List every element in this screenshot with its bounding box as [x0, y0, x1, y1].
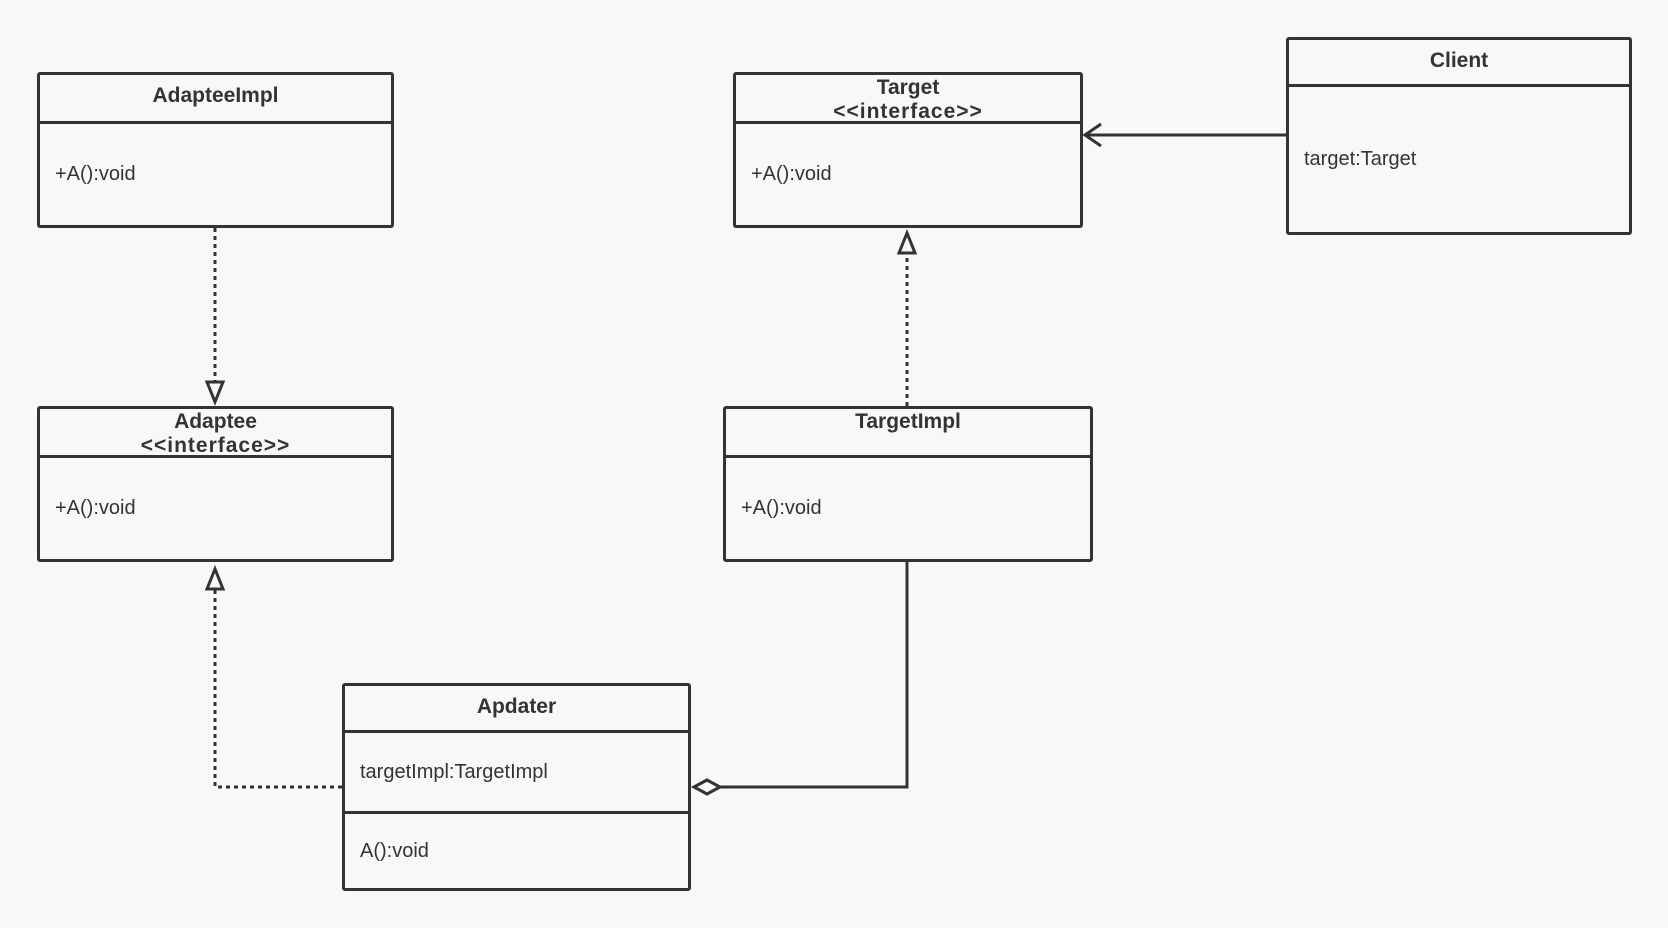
- class-adaptee[interactable]: Adaptee <<interface>> +A():void: [37, 406, 394, 562]
- class-client-name: Client: [1289, 40, 1629, 87]
- class-target-methods: +A():void: [736, 124, 1080, 225]
- class-stereotype: <<interface>>: [833, 100, 983, 123]
- method-text: +A():void: [741, 497, 822, 519]
- class-name: TargetImpl: [855, 410, 961, 433]
- class-apdater-methods: A():void: [345, 814, 688, 888]
- aggregation-apdater-targetimpl: [690, 562, 909, 796]
- class-name: Client: [1429, 49, 1489, 72]
- field-text: targetImpl:TargetImpl: [360, 760, 548, 783]
- method-text: +A():void: [55, 163, 136, 185]
- realization-targetimpl-target: [896, 228, 918, 406]
- method-text: +A():void: [55, 497, 136, 519]
- class-adaptee-name: Adaptee <<interface>>: [40, 409, 391, 458]
- class-name: Apdater: [476, 695, 557, 718]
- realization-apdater-adaptee: [204, 564, 342, 789]
- association-client-target: [1082, 122, 1286, 148]
- class-adapteeimpl-name: AdapteeImpl: [40, 75, 391, 124]
- class-name: Target: [876, 76, 940, 99]
- class-target-name: Target <<interface>>: [736, 75, 1080, 124]
- field-text: target:Target: [1304, 148, 1417, 170]
- class-adapteeimpl[interactable]: AdapteeImpl +A():void: [37, 72, 394, 228]
- class-adapteeimpl-methods: +A():void: [40, 124, 391, 225]
- class-apdater[interactable]: Apdater targetImpl:TargetImpl A():void: [342, 683, 691, 891]
- class-name: AdapteeImpl: [152, 84, 279, 107]
- realization-adapteeimpl-adaptee: [204, 228, 226, 407]
- class-apdater-name: Apdater: [345, 686, 688, 733]
- class-name: Adaptee: [174, 410, 257, 433]
- class-stereotype: <<interface>>: [140, 434, 291, 457]
- class-client-fields: target:Target: [1289, 87, 1629, 232]
- class-apdater-fields: targetImpl:TargetImpl: [345, 733, 688, 814]
- class-adaptee-methods: +A():void: [40, 458, 391, 559]
- class-client[interactable]: Client target:Target: [1286, 37, 1632, 235]
- class-targetimpl-methods: +A():void: [726, 458, 1090, 559]
- class-target[interactable]: Target <<interface>> +A():void: [733, 72, 1083, 228]
- method-text: +A():void: [751, 163, 832, 185]
- class-targetimpl[interactable]: TargetImpl +A():void: [723, 406, 1093, 562]
- method-text: A():void: [360, 839, 429, 862]
- class-targetimpl-name: TargetImpl: [726, 409, 1090, 458]
